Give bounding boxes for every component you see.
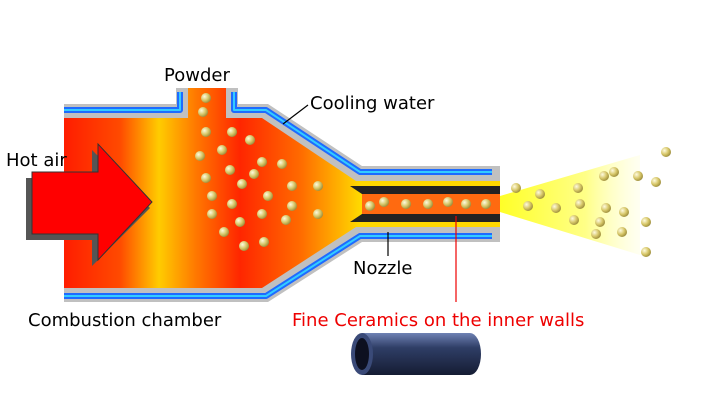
- combustion-chamber-label: Combustion chamber: [28, 310, 222, 331]
- nozzle-label: Nozzle: [353, 258, 412, 279]
- powder-particle-icon: [601, 203, 611, 213]
- powder-particle-icon: [235, 217, 245, 227]
- powder-particle-icon: [573, 183, 583, 193]
- powder-particle-icon: [595, 217, 605, 227]
- powder-particle-icon: [313, 209, 323, 219]
- powder-particle-icon: [423, 199, 433, 209]
- powder-particle-icon: [225, 165, 235, 175]
- powder-particle-icon: [207, 209, 217, 219]
- powder-particles: [195, 93, 671, 257]
- powder-label: Powder: [164, 65, 230, 86]
- powder-particle-icon: [591, 229, 601, 239]
- powder-particle-icon: [641, 247, 651, 257]
- cooling-water-leader: [282, 104, 309, 125]
- powder-particle-icon: [259, 237, 269, 247]
- hot-air-arrow-icon: [26, 142, 153, 266]
- powder-particle-icon: [237, 179, 247, 189]
- powder-particle-icon: [198, 107, 208, 117]
- powder-particle-icon: [661, 147, 671, 157]
- cooling-water-label: Cooling water: [310, 93, 435, 114]
- powder-particle-icon: [201, 127, 211, 137]
- powder-particle-icon: [195, 151, 205, 161]
- powder-particle-icon: [217, 145, 227, 155]
- powder-particle-icon: [277, 159, 287, 169]
- hot-air-label: Hot air: [6, 150, 67, 171]
- powder-particle-icon: [535, 189, 545, 199]
- fine-ceramics-label: Fine Ceramics on the inner walls: [292, 310, 584, 331]
- powder-particle-icon: [257, 209, 267, 219]
- powder-particle-icon: [443, 197, 453, 207]
- powder-particle-icon: [609, 167, 619, 177]
- powder-particle-icon: [617, 227, 627, 237]
- powder-particle-icon: [207, 191, 217, 201]
- powder-particle-icon: [379, 197, 389, 207]
- powder-particle-icon: [633, 171, 643, 181]
- powder-particle-icon: [599, 171, 609, 181]
- powder-particle-icon: [263, 191, 273, 201]
- powder-particle-icon: [461, 199, 471, 209]
- powder-particle-icon: [281, 215, 291, 225]
- powder-particle-icon: [257, 157, 267, 167]
- powder-particle-icon: [365, 201, 375, 211]
- spray-cone: [500, 155, 640, 255]
- powder-particle-icon: [619, 207, 629, 217]
- powder-particle-icon: [651, 177, 661, 187]
- powder-particle-icon: [245, 135, 255, 145]
- powder-particle-icon: [227, 199, 237, 209]
- ceramic-tube-icon: [351, 333, 481, 375]
- powder-particle-icon: [401, 199, 411, 209]
- powder-particle-icon: [227, 127, 237, 137]
- cooling-water-channels: [64, 92, 492, 299]
- powder-particle-icon: [569, 215, 579, 225]
- powder-particle-icon: [201, 173, 211, 183]
- powder-particle-icon: [249, 169, 259, 179]
- powder-particle-icon: [201, 93, 211, 103]
- powder-particle-icon: [575, 199, 585, 209]
- powder-particle-icon: [481, 199, 491, 209]
- powder-particle-icon: [641, 217, 651, 227]
- powder-particle-icon: [523, 201, 533, 211]
- powder-particle-icon: [239, 241, 249, 251]
- powder-particle-icon: [511, 183, 521, 193]
- powder-particle-icon: [219, 227, 229, 237]
- powder-particle-icon: [551, 203, 561, 213]
- powder-particle-icon: [287, 181, 297, 191]
- combustion-flame: [64, 88, 500, 288]
- nozzle-liner: [350, 186, 500, 222]
- powder-particle-icon: [313, 181, 323, 191]
- powder-particle-icon: [287, 201, 297, 211]
